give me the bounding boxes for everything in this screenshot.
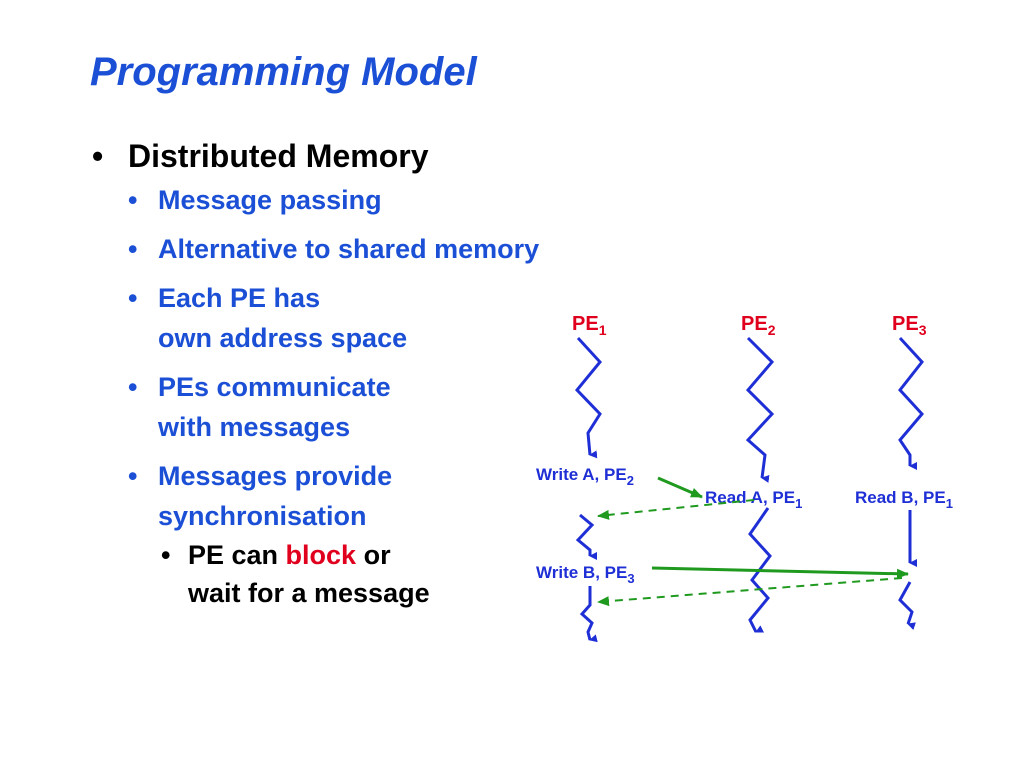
- message-a-send: [657, 476, 703, 499]
- bullet-list: • Distributed Memory • Message passing •…: [90, 132, 539, 621]
- block-highlight: block: [285, 540, 357, 570]
- event-label-write-b: Write B, PE3: [536, 563, 635, 586]
- process-label-pe3: PE3: [892, 313, 927, 338]
- sub-bullet-synchronisation: • Messages provide synchronisation • PE …: [128, 456, 539, 612]
- block-text-line2: wait for a message: [188, 578, 430, 608]
- sub-bullet-alternative: • Alternative to shared memory: [128, 229, 539, 269]
- timeline-pe3: [898, 336, 924, 631]
- sub-bullet-communicate: • PEs communicate with messages: [128, 367, 539, 447]
- sub-bullet-text: Each PE has: [158, 283, 321, 313]
- bullet-main-text: Distributed Memory: [128, 138, 429, 174]
- process-label-pe2: PE2: [741, 313, 776, 338]
- sub-sub-bullet-list: • PE can block or wait for a message: [158, 536, 539, 612]
- bullet-distributed-memory: • Distributed Memory • Message passing •…: [90, 132, 539, 612]
- message-b-ack: [597, 577, 903, 607]
- sub-bullet-text: with messages: [158, 412, 351, 442]
- sub-bullet-message-passing: • Message passing: [128, 180, 539, 220]
- message-a-ack: [597, 499, 755, 520]
- sub-bullet-text: Messages provide: [158, 461, 393, 491]
- event-label-write-a: Write A, PE2: [536, 465, 634, 488]
- block-text-after: or: [356, 540, 391, 570]
- timeline-pe1: [574, 336, 602, 643]
- process-label-pe1: PE1: [572, 313, 607, 338]
- sub-bullet-text: Alternative to shared memory: [158, 234, 540, 264]
- message-b-send: [651, 566, 909, 579]
- event-label-read-a: Read A, PE1: [705, 488, 802, 511]
- sub-bullet-text: own address space: [158, 323, 408, 353]
- sub-bullet-text: PEs communicate: [158, 372, 391, 402]
- sub-bullet-list: • Message passing • Alternative to share…: [128, 180, 539, 612]
- sub-sub-bullet-block: • PE can block or wait for a message: [161, 540, 430, 608]
- bullet-marker: •: [92, 138, 104, 174]
- sub-bullet-text: synchronisation: [158, 501, 367, 531]
- sub-bullet-text: Message passing: [158, 185, 382, 215]
- event-label-read-b: Read B, PE1: [855, 488, 953, 511]
- sub-bullet-address-space: • Each PE has own address space: [128, 278, 539, 358]
- block-text-before: PE can: [188, 540, 286, 570]
- timeline-pe2: [745, 336, 775, 633]
- slide-title: Programming Model: [90, 50, 477, 94]
